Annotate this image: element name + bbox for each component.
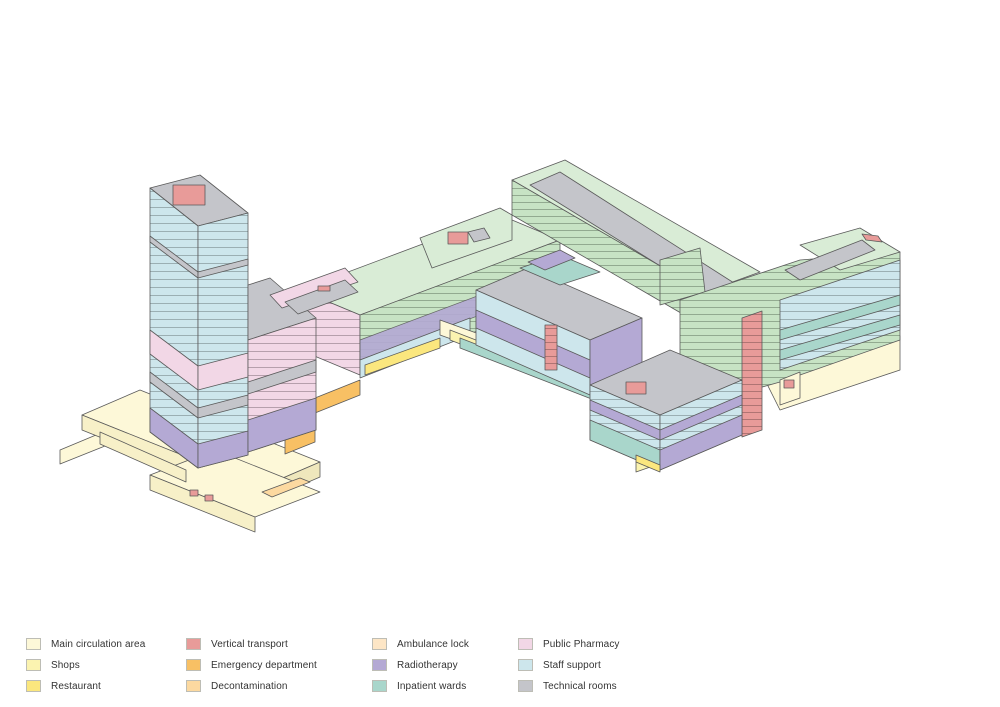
legend-item-vertical-transport: Vertical transport (186, 636, 288, 652)
legend-swatch (518, 659, 533, 671)
legend-swatch (26, 638, 41, 650)
east-block (679, 227, 901, 438)
legend-label: Restaurant (51, 680, 101, 692)
legend-swatch (186, 680, 201, 692)
legend-label: Emergency department (211, 659, 317, 671)
legend-label: Shops (51, 659, 80, 671)
legend-swatch (26, 659, 41, 671)
legend-item-technical-rooms: Technical rooms (518, 678, 617, 694)
legend-swatch (372, 659, 387, 671)
legend-label: Staff support (543, 659, 601, 671)
block-public-pharmacy (247, 267, 359, 453)
legend-swatch (372, 680, 387, 692)
legend-label: Public Pharmacy (543, 638, 620, 650)
legend-item-shops: Shops (26, 657, 80, 673)
legend-item-restaurant: Restaurant (26, 678, 101, 694)
legend-label: Vertical transport (211, 638, 288, 650)
legend-item-staff-support: Staff support (518, 657, 601, 673)
legend-label: Main circulation area (51, 638, 146, 650)
legend-label: Ambulance lock (397, 638, 469, 650)
legend-item-ambulance-lock: Ambulance lock (372, 636, 469, 652)
southeast-block (589, 349, 743, 473)
legend-item-decontamination: Decontamination (186, 678, 288, 694)
legend-label: Decontamination (211, 680, 288, 692)
legend-label: Inpatient wards (397, 680, 467, 692)
north-wing (419, 159, 761, 328)
central-block (475, 249, 643, 396)
legend-item-radiotherapy: Radiotherapy (372, 657, 458, 673)
legend-label: Technical rooms (543, 680, 617, 692)
legend-swatch (372, 638, 387, 650)
tower-staff-support (149, 174, 249, 469)
legend-item-inpatient-wards: Inpatient wards (372, 678, 466, 694)
legend-label: Radiotherapy (397, 659, 458, 671)
legend: Main circulation area Shops Restaurant V… (26, 636, 666, 696)
legend-swatch (518, 680, 533, 692)
legend-swatch (26, 680, 41, 692)
legend-item-main-circulation: Main circulation area (26, 636, 145, 652)
legend-swatch (186, 638, 201, 650)
legend-item-emergency: Emergency department (186, 657, 317, 673)
legend-item-public-pharmacy: Public Pharmacy (518, 636, 620, 652)
legend-swatch (518, 638, 533, 650)
legend-swatch (186, 659, 201, 671)
